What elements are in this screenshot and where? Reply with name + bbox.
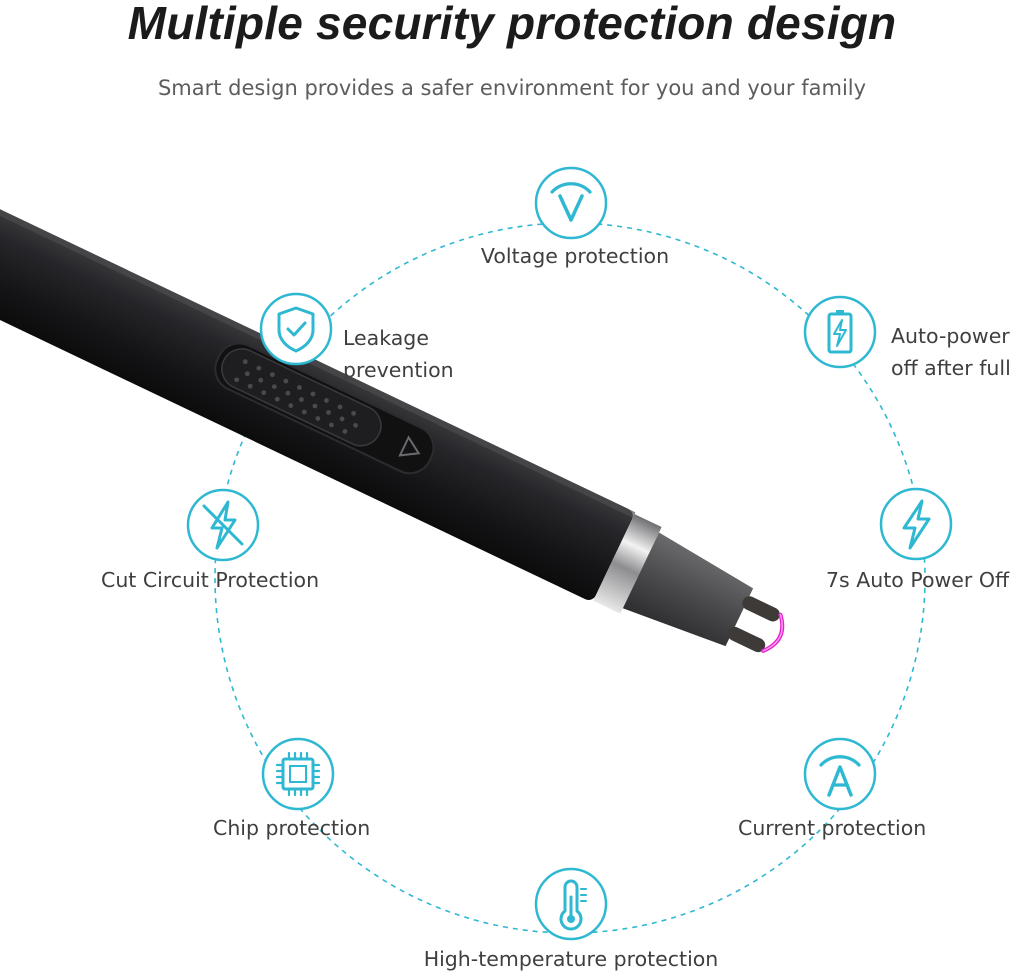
battery-charging-icon — [803, 295, 877, 369]
cut-circuit-protection-label: Cut Circuit Protection — [101, 568, 320, 592]
leakage-prevention-label: Leakage prevention — [343, 322, 454, 386]
lighter — [0, 205, 785, 653]
lighter-head — [622, 532, 754, 647]
voltage-protection-label: Voltage protection — [480, 244, 670, 268]
electrode-bottom — [727, 626, 766, 653]
chip-protection-label: Chip protection — [213, 816, 371, 840]
current-icon — [803, 737, 877, 811]
chip-icon — [261, 737, 335, 811]
shield-check-icon — [259, 292, 333, 366]
lightning-icon — [879, 487, 953, 561]
thermometer-icon — [534, 867, 608, 941]
auto-power-off-full-label: Auto-power off after full — [891, 320, 1011, 384]
page-title: Multiple security protection design — [127, 0, 897, 49]
leakage-line-1: Leakage — [343, 326, 429, 350]
lightning-slash-icon — [186, 488, 260, 562]
arrow-right-icon — [398, 435, 421, 457]
leakage-line-2: prevention — [343, 358, 454, 382]
high-temperature-protection-label: High-temperature protection — [423, 947, 719, 971]
page-subtitle: Smart design provides a safer environmen… — [157, 76, 867, 100]
current-protection-label: Current protection — [738, 816, 927, 840]
metal-collar — [593, 514, 662, 614]
auto-power-off-7s-label: 7s Auto Power Off — [826, 568, 1010, 592]
auto-power-line-2: off after full — [891, 356, 1011, 380]
auto-power-line-1: Auto-power — [891, 324, 1010, 348]
voltage-icon — [534, 166, 608, 240]
electrode-top — [742, 596, 780, 622]
